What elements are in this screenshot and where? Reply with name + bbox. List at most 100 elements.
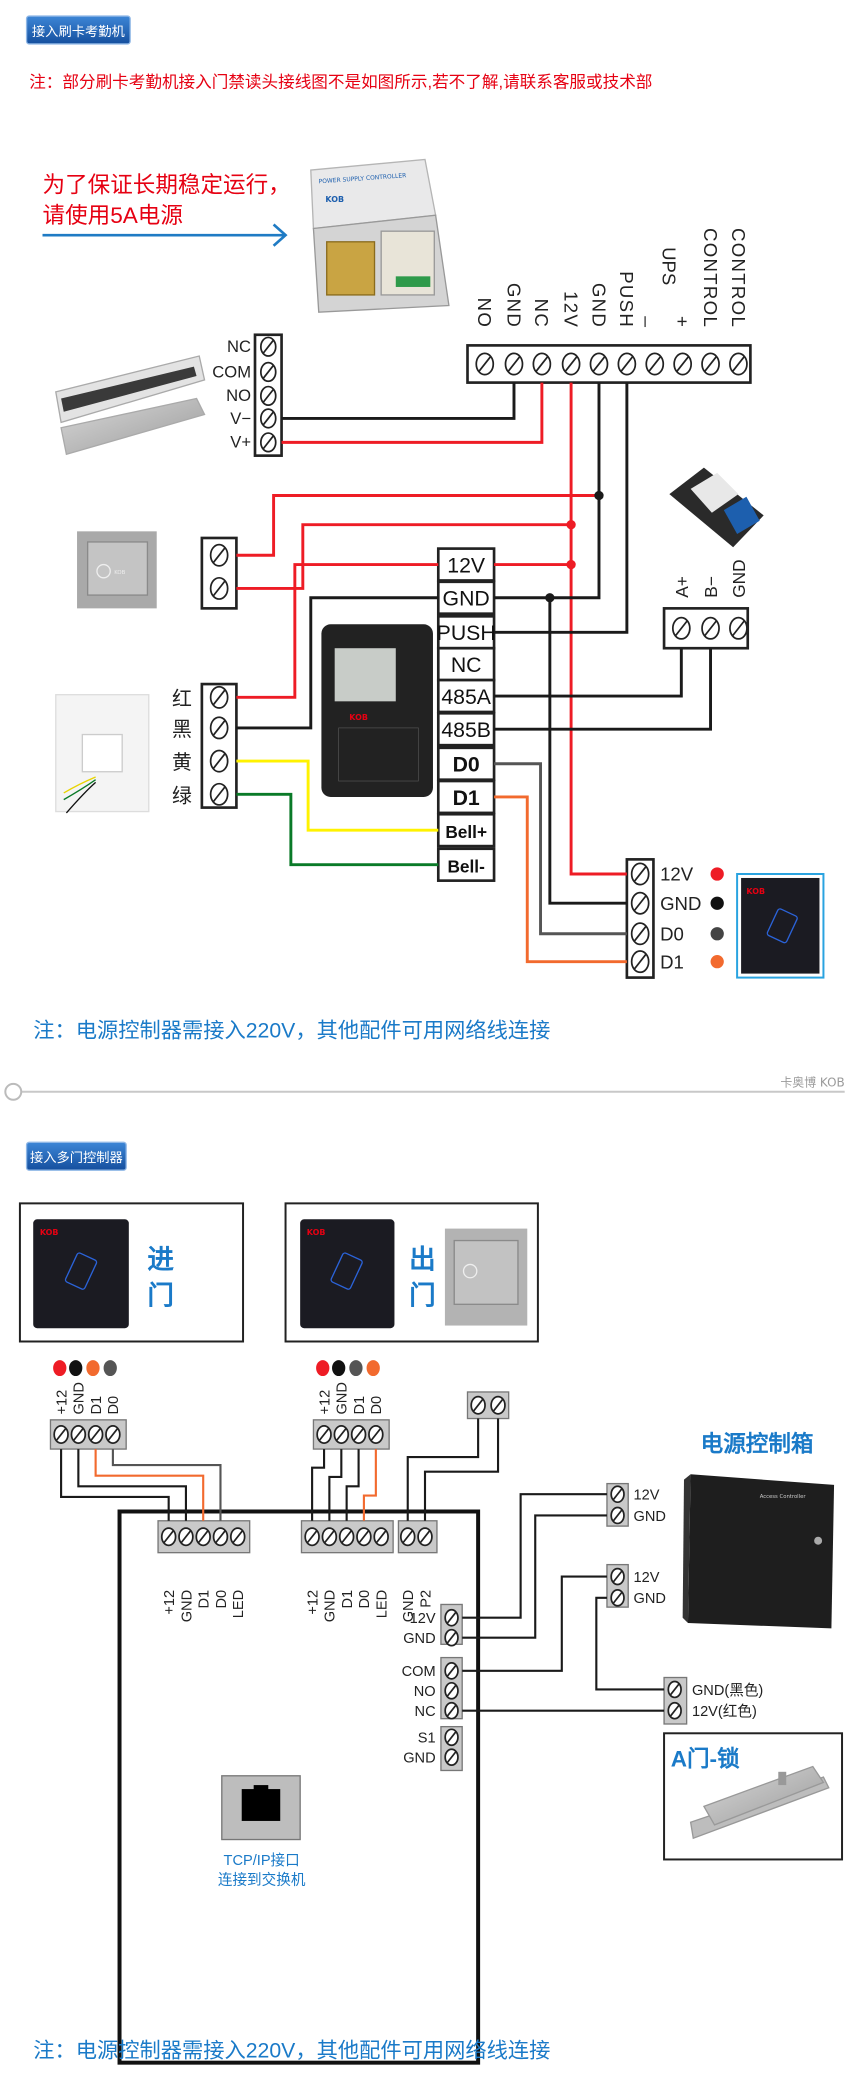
screw-slot — [612, 1488, 623, 1501]
junction-dot — [545, 593, 555, 603]
screw-icon — [209, 543, 229, 567]
wire-color-dot — [366, 1360, 380, 1377]
screw-slot — [212, 753, 226, 770]
section2-footer-note: 注：电源控制器需接入220V，其他配件可用网络线连接 — [33, 2038, 550, 2062]
power-note-line2: 请使用5A电源 — [43, 203, 183, 228]
screw-icon — [444, 1728, 459, 1747]
screw-icon — [304, 1527, 320, 1547]
screw-icon — [259, 432, 277, 453]
screw-slot — [262, 388, 275, 403]
exit-reader-brand: KOB — [307, 1228, 326, 1237]
rj45-port[interactable] — [221, 1775, 301, 1841]
screw-icon — [444, 1701, 459, 1720]
screw-slot — [633, 925, 647, 942]
psu-gnd-wire — [494, 382, 601, 600]
screw-slot — [335, 1427, 347, 1442]
section2-badge: 接入多门控制器 — [25, 1141, 127, 1171]
screw-icon — [338, 1527, 355, 1547]
screw-icon — [729, 616, 748, 640]
exit-button-wire-1 — [236, 494, 599, 557]
reader-terminal-label: D0 — [453, 753, 480, 777]
screw-icon — [209, 576, 229, 600]
screw-icon — [610, 1567, 625, 1586]
screw-slot — [704, 356, 718, 372]
card-reader-d0-wire — [494, 762, 627, 936]
card-reader-label: GND — [660, 893, 701, 914]
exit-label-1: 出 — [409, 1244, 436, 1275]
screw-slot — [262, 364, 275, 380]
exit-button-image-2 — [444, 1228, 528, 1326]
rs485-converter-image — [669, 467, 764, 548]
exit-d0-wire — [362, 1449, 377, 1521]
entry-label-1: 进 — [147, 1244, 174, 1275]
entry-reader-brand: KOB — [40, 1228, 59, 1237]
pin-label: +12 — [54, 1390, 70, 1415]
wire-color-dot — [86, 1360, 100, 1377]
power-terminal-label: CONTROL — [700, 228, 721, 328]
card-reader-brand: KOB — [746, 887, 765, 896]
screw-slot — [163, 1530, 175, 1544]
rs485-b-wire — [494, 648, 713, 731]
section2-badge-text: 接入多门控制器 — [30, 1149, 123, 1166]
screw-icon — [470, 1395, 486, 1415]
screw-icon — [316, 1424, 332, 1444]
screw-slot — [212, 719, 226, 736]
screw-slot — [612, 1509, 623, 1522]
exit-button-wire-2 — [236, 523, 572, 590]
screw-icon — [178, 1527, 194, 1547]
side-terminal-label: 12V — [634, 1570, 660, 1586]
card-reader-label: D0 — [660, 923, 684, 944]
screw-slot — [197, 1530, 209, 1544]
screw-slot — [212, 689, 226, 706]
bell-wire-label: 黄 — [172, 751, 192, 774]
screw-slot — [306, 1530, 318, 1544]
screw-slot — [72, 1427, 84, 1442]
reader-terminal-label: GND — [443, 587, 490, 611]
power-supply-image: POWER SUPPLY CONTROLLER KOB — [310, 158, 450, 313]
screw-slot — [633, 953, 647, 970]
power-terminal-label: NO — [474, 298, 495, 329]
screw-icon — [444, 1662, 459, 1680]
screw-slot — [446, 1611, 457, 1624]
power-terminal-label: 12V — [560, 291, 581, 328]
maglock-vminus-wire — [281, 382, 516, 420]
reader-terminal-label: 12V — [447, 554, 486, 578]
power-terminal-label: GND — [503, 283, 524, 328]
screw-slot — [341, 1530, 353, 1544]
wire-color-dot — [69, 1360, 83, 1377]
wire-color-dot — [103, 1360, 117, 1377]
pin-label: GND — [72, 1382, 88, 1414]
entry-12-wire — [60, 1449, 170, 1521]
door-lock-panel: A门-锁 — [663, 1732, 844, 1861]
relay-com-wire — [462, 1575, 607, 1672]
screw-slot — [212, 547, 226, 564]
side-terminal-label: GND — [634, 1591, 666, 1607]
attendance-keypad-image: KOB — [321, 624, 433, 797]
bell-yellow-wire — [236, 759, 439, 832]
section1-badge-text: 接入刷卡考勤机 — [32, 23, 125, 40]
screw-slot — [446, 1704, 457, 1717]
pin-label: D1 — [89, 1396, 105, 1415]
pin-label: D0 — [357, 1590, 373, 1609]
pin-label: +12 — [162, 1590, 178, 1615]
card-reader-d1-wire — [494, 795, 627, 964]
wire-color-dot — [316, 1360, 330, 1377]
screw-icon — [209, 782, 229, 806]
screw-icon — [589, 352, 609, 376]
bell-wire-label: 黑 — [172, 718, 192, 741]
side-terminal-label: GND(黑色) — [692, 1682, 763, 1699]
screw-slot — [669, 1704, 680, 1717]
button-gnd-wire — [406, 1418, 480, 1521]
screw-icon — [321, 1527, 338, 1547]
electric-bolt-lock-image — [689, 1765, 830, 1840]
rs485-label: GND — [729, 559, 749, 597]
card-reader-label: D1 — [660, 951, 684, 972]
screw-icon — [532, 352, 552, 376]
bell-green-wire — [236, 792, 439, 867]
card-reader-image: KOB — [736, 872, 825, 979]
screw-icon — [610, 1485, 625, 1504]
pin-label: GND — [401, 1590, 417, 1622]
wire-color-dot — [53, 1360, 67, 1377]
